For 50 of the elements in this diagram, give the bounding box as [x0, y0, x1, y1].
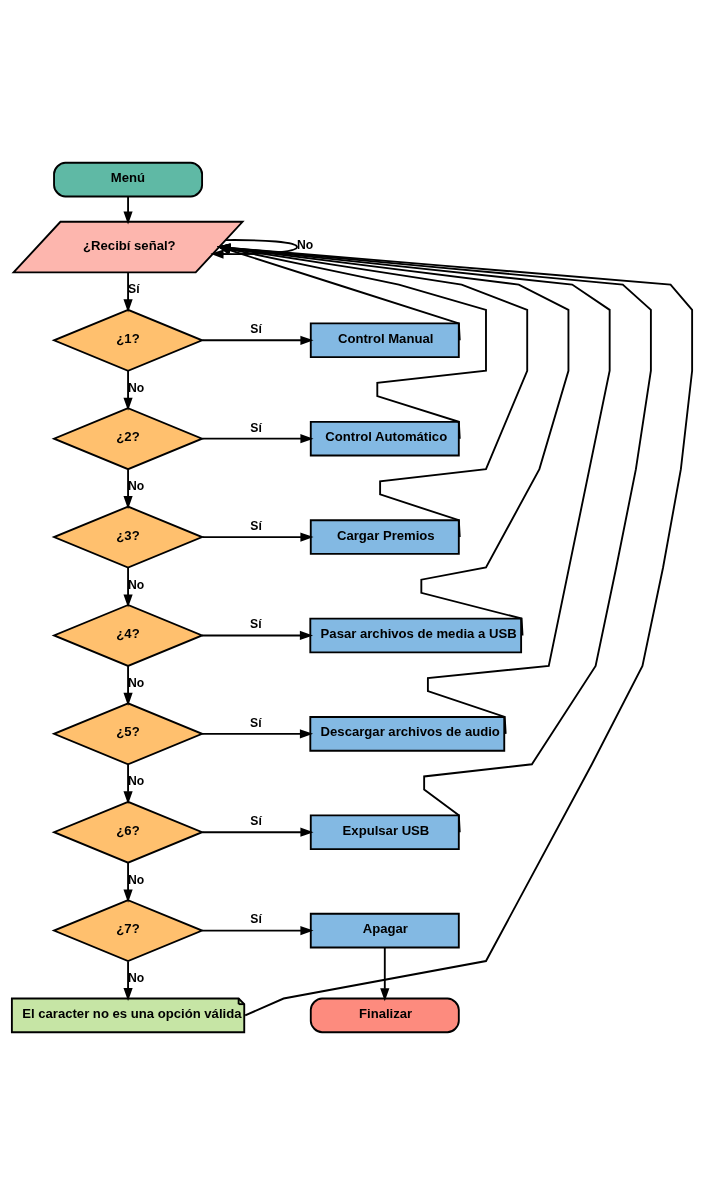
arrow — [123, 763, 133, 804]
node-box: Apagar — [309, 912, 460, 948]
edge-label: No — [128, 970, 145, 985]
edge-label: Sí — [250, 813, 262, 828]
edge-label: No — [128, 380, 145, 395]
arrow — [123, 960, 133, 1001]
arrow — [201, 925, 314, 935]
edge-label: No — [128, 773, 145, 788]
arrow — [201, 335, 314, 345]
edge-label: Sí — [250, 715, 262, 730]
node-box: Control Automático — [309, 420, 460, 456]
node-box: Pasar archivos de media a USB — [309, 617, 523, 653]
edge-label: Sí — [250, 420, 262, 435]
node-box: Descargar archivos de audio — [309, 715, 506, 752]
arrow — [123, 271, 133, 312]
arrow — [123, 195, 133, 224]
node-box: Cargar Premios — [309, 518, 460, 555]
node-diamond: ¿6? — [51, 800, 205, 864]
node-diamond: ¿7? — [51, 898, 205, 962]
arrow — [123, 861, 133, 903]
node-box: Finalizar — [309, 997, 460, 1033]
node-diamond: ¿4? — [51, 603, 205, 667]
arrow — [123, 467, 133, 509]
edge-label: No — [128, 478, 145, 493]
edge-label: Sí — [128, 281, 140, 296]
node-box: Control Manual — [309, 322, 460, 358]
arrow — [123, 369, 133, 411]
arrow — [201, 827, 314, 837]
edge-label: No — [297, 237, 314, 252]
edge-label: Sí — [250, 616, 262, 631]
arrow — [123, 566, 133, 608]
node-diamond: ¿3? — [51, 505, 205, 569]
arrow — [201, 728, 314, 738]
arrow — [201, 531, 314, 542]
node-diamond: ¿2? — [51, 406, 205, 470]
edge-label: Sí — [250, 321, 262, 336]
node-diamond: ¿1? — [51, 308, 205, 372]
node-diamond: ¿5? — [51, 701, 205, 765]
node-box: Menú — [53, 161, 204, 197]
node-box: Expulsar USB — [309, 813, 460, 850]
edge-label: No — [128, 872, 145, 887]
edge-label: Sí — [250, 518, 262, 533]
arrow — [201, 433, 314, 443]
arrow — [210, 238, 298, 259]
edge-label: No — [128, 675, 145, 690]
edge-label: No — [128, 577, 145, 592]
arrow — [123, 664, 133, 706]
edge-label: Sí — [250, 911, 262, 926]
arrow — [201, 630, 313, 640]
arrow — [380, 946, 390, 1001]
